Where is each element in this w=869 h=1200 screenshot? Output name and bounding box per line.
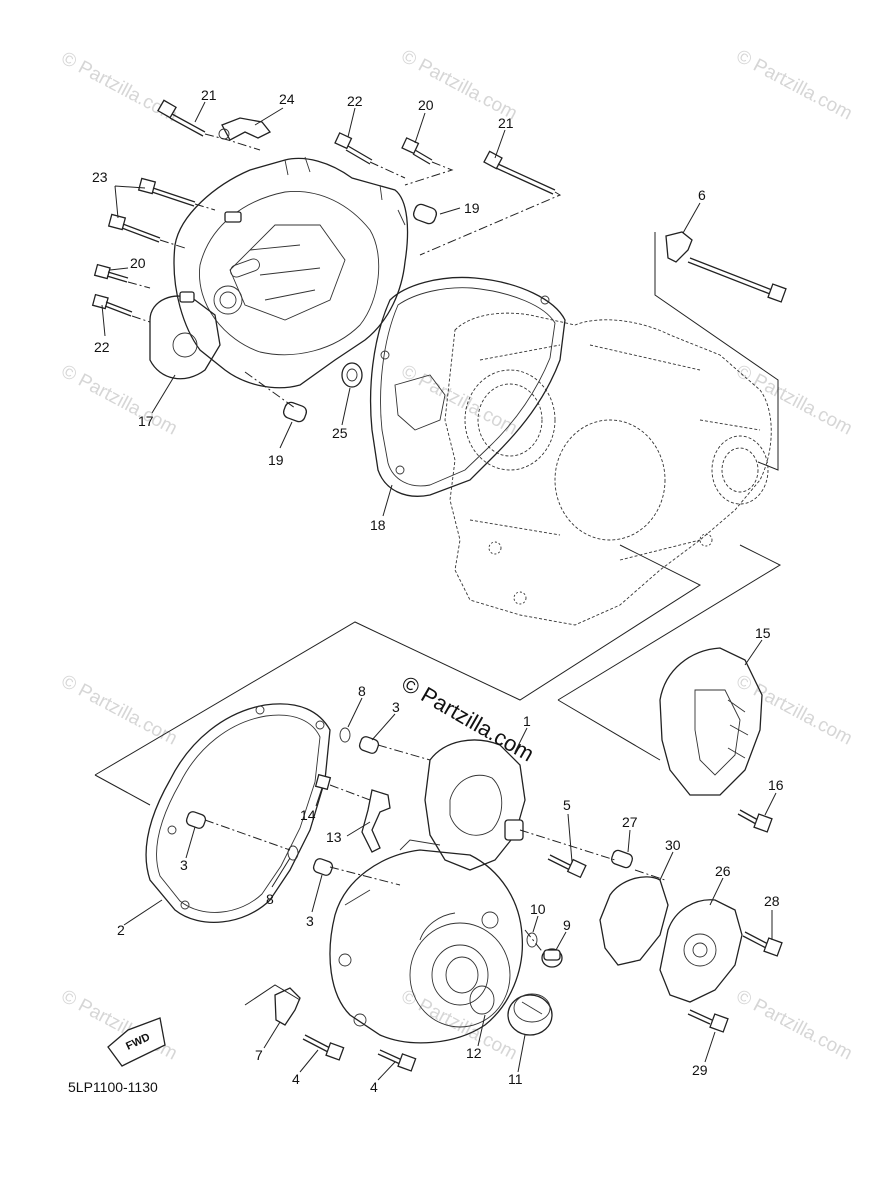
callout-8: 8 — [358, 683, 366, 699]
bolt — [334, 132, 373, 165]
callout-29: 29 — [692, 1062, 708, 1078]
oil-seal — [341, 362, 363, 388]
callout-14: 14 — [300, 807, 316, 823]
bolt — [91, 293, 133, 317]
callout-1: 1 — [523, 713, 531, 729]
callout-22: 22 — [347, 93, 363, 109]
callout-19: 19 — [464, 200, 480, 216]
callout-17: 17 — [138, 413, 154, 429]
o-ring — [339, 727, 351, 743]
bolt — [93, 263, 129, 283]
watermark: © Partzilla.com — [733, 671, 856, 750]
o-ring — [526, 932, 538, 948]
callout-28: 28 — [764, 893, 780, 909]
clutch-cover — [149, 156, 409, 389]
callout-3: 3 — [392, 699, 400, 715]
dowel-pin — [312, 858, 334, 876]
watermark: © Partzilla.com — [733, 361, 856, 440]
bolt — [401, 137, 433, 165]
callout-23: 23 — [92, 169, 108, 185]
callout-7: 7 — [255, 1047, 263, 1063]
callout-6: 6 — [698, 187, 706, 203]
bracket — [218, 117, 272, 141]
callout-15: 15 — [755, 625, 771, 641]
crankcase-cover — [329, 739, 526, 1044]
callout-24: 24 — [279, 91, 295, 107]
callout-2: 2 — [117, 922, 125, 938]
callout-25: 25 — [332, 425, 348, 441]
gasket-large — [369, 276, 566, 497]
dowel-pin — [282, 401, 308, 423]
callout-22: 22 — [94, 339, 110, 355]
watermark: © Partzilla.com — [733, 986, 856, 1065]
callout-20: 20 — [130, 255, 146, 271]
callout-leaders — [101, 101, 777, 1081]
callout-19: 19 — [268, 452, 284, 468]
pump-gasket — [599, 876, 669, 966]
dowel-pin — [610, 849, 634, 869]
watermark: © Partzilla.com — [58, 671, 181, 750]
alignment-lines — [127, 133, 562, 409]
bolt — [547, 854, 587, 879]
alignment-lines — [204, 744, 666, 956]
dowel-pin — [185, 811, 207, 829]
dowel-pin — [412, 203, 438, 225]
callout-20: 20 — [418, 97, 434, 113]
plug — [541, 948, 563, 968]
callout-12: 12 — [466, 1045, 482, 1061]
watermark: © Partzilla.com — [398, 46, 521, 125]
callout-3: 3 — [180, 857, 188, 873]
bolt — [483, 150, 556, 195]
dowel-pin — [358, 736, 380, 754]
diagram-code: 5LP1100-1130 — [68, 1079, 158, 1095]
sprocket-cover — [659, 647, 763, 796]
callout-18: 18 — [370, 517, 386, 533]
callout-30: 30 — [665, 837, 681, 853]
assembly-boundary — [94, 544, 702, 776]
bolt — [742, 931, 783, 957]
callout-3: 3 — [306, 913, 314, 929]
watermark: © Partzilla.com — [58, 361, 181, 440]
watermark: © Partzilla.com — [398, 361, 521, 440]
callout-5: 5 — [563, 797, 571, 813]
callout-10: 10 — [530, 901, 546, 917]
gasket-lower — [145, 703, 331, 923]
fwd-arrow-icon: FWD — [107, 1017, 166, 1067]
callout-21: 21 — [498, 115, 514, 131]
clip-bolt — [654, 231, 787, 471]
callout-9: 9 — [563, 917, 571, 933]
watermark: © Partzilla.com — [58, 48, 181, 127]
filler-cap — [507, 993, 553, 1036]
callout-16: 16 — [768, 777, 784, 793]
bolt — [377, 1049, 417, 1072]
callout-27: 27 — [622, 814, 638, 830]
bolt — [107, 213, 161, 243]
callout-4: 4 — [370, 1079, 378, 1095]
o-ring — [469, 985, 495, 1015]
bolt — [687, 1009, 729, 1033]
copyright-watermark: © Partzilla.com — [398, 671, 539, 767]
callout-21: 21 — [201, 87, 217, 103]
callout-labels: 21 24 22 20 21 23 19 6 20 22 17 25 19 18… — [92, 87, 784, 1095]
bolt — [737, 809, 773, 833]
callout-8: 8 — [266, 891, 274, 907]
cable-clip — [274, 987, 301, 1026]
bolt — [137, 177, 196, 207]
watermark: © Partzilla.com — [733, 46, 856, 125]
pump-cover — [659, 899, 743, 1003]
callout-11: 11 — [508, 1071, 523, 1087]
bolt — [302, 1034, 345, 1061]
callout-13: 13 — [326, 829, 342, 845]
o-ring — [287, 845, 299, 861]
bolt — [314, 773, 332, 791]
bracket — [361, 789, 391, 853]
crankcase — [444, 312, 772, 626]
callout-4: 4 — [292, 1071, 300, 1087]
callout-26: 26 — [715, 863, 731, 879]
upper-bolts — [91, 99, 556, 423]
bolt — [157, 99, 206, 137]
watermark: © Partzilla.com — [398, 986, 521, 1065]
